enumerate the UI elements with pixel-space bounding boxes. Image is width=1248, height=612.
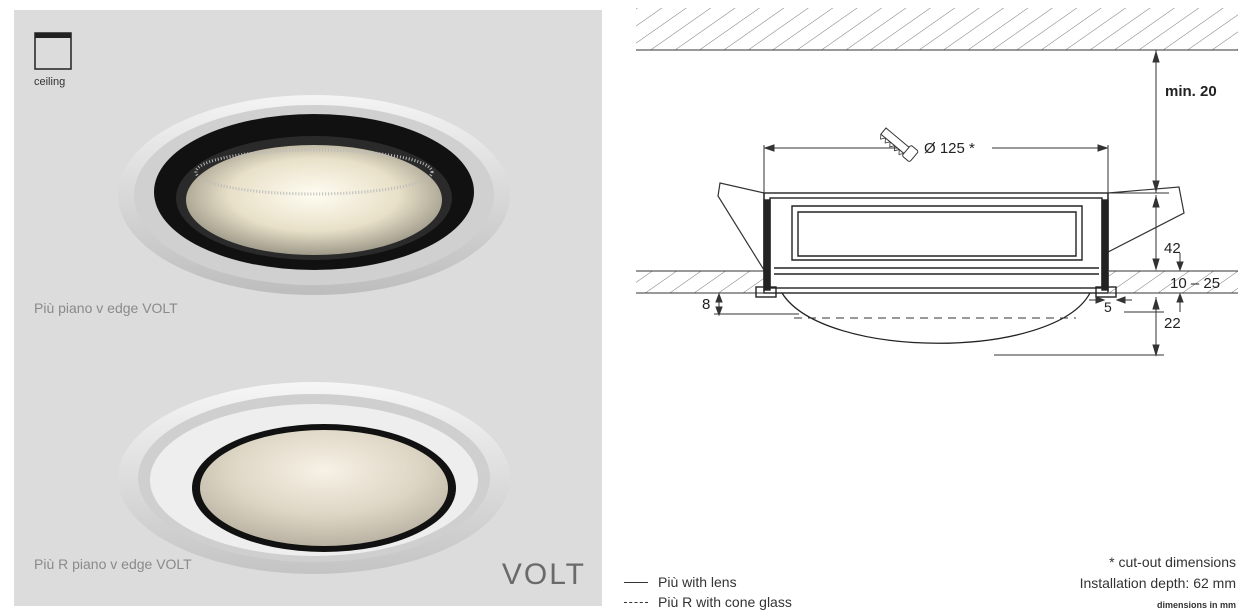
dimension-10-25: 10 – 25 [1170, 275, 1220, 292]
product-label-top: Più piano v edge VOLT [34, 300, 178, 316]
installation-depth-note: Installation depth: 62 mm [1079, 575, 1236, 591]
lamp-image-top [118, 95, 510, 295]
units-note: dimensions in mm [1156, 600, 1236, 610]
dimension-8-marker [714, 292, 799, 317]
saw-icon [880, 127, 919, 162]
dimension-5-marker [1089, 296, 1132, 304]
installation-drawing: Ø 125 * min. 20 42 10 – 25 22 [636, 8, 1238, 357]
legend-solid-line [624, 581, 648, 583]
legend-dashed-line [624, 601, 648, 603]
dimension-min-20: min. 20 [1165, 83, 1217, 100]
dimension-22: 22 [1164, 315, 1181, 332]
ceiling-icon [34, 32, 72, 70]
diameter-dimension [763, 144, 1109, 193]
legend-dashed: Più R with cone glass [624, 594, 792, 610]
legend-dashed-label: Più R with cone glass [658, 594, 792, 610]
product-label-bottom: Più R piano v edge VOLT [34, 556, 192, 572]
lamp-image-bottom [118, 382, 510, 574]
legend-solid-label: Più with lens [658, 574, 737, 590]
luminaire-housing [755, 192, 1117, 298]
cutout-note: * cut-out dimensions [1109, 554, 1236, 570]
lens-outline [781, 292, 1091, 344]
dimension-8: 8 [702, 296, 710, 313]
product-photo-panel: ceiling Più piano v edge VOLT [14, 10, 602, 606]
ceiling-slab [636, 8, 1238, 50]
dimension-5: 5 [1104, 299, 1112, 315]
dimension-42: 42 [1164, 240, 1181, 257]
vertical-dimension-chain [994, 50, 1234, 357]
mounting-clip-left [717, 182, 765, 273]
brand-logo: VOLT [501, 558, 586, 591]
ceiling-label: ceiling [34, 76, 66, 88]
technical-drawing-panel: Ø 125 * min. 20 42 10 – 25 22 [624, 0, 1248, 612]
legend-solid: Più with lens [624, 574, 737, 590]
diameter-label: Ø 125 * [924, 140, 975, 157]
